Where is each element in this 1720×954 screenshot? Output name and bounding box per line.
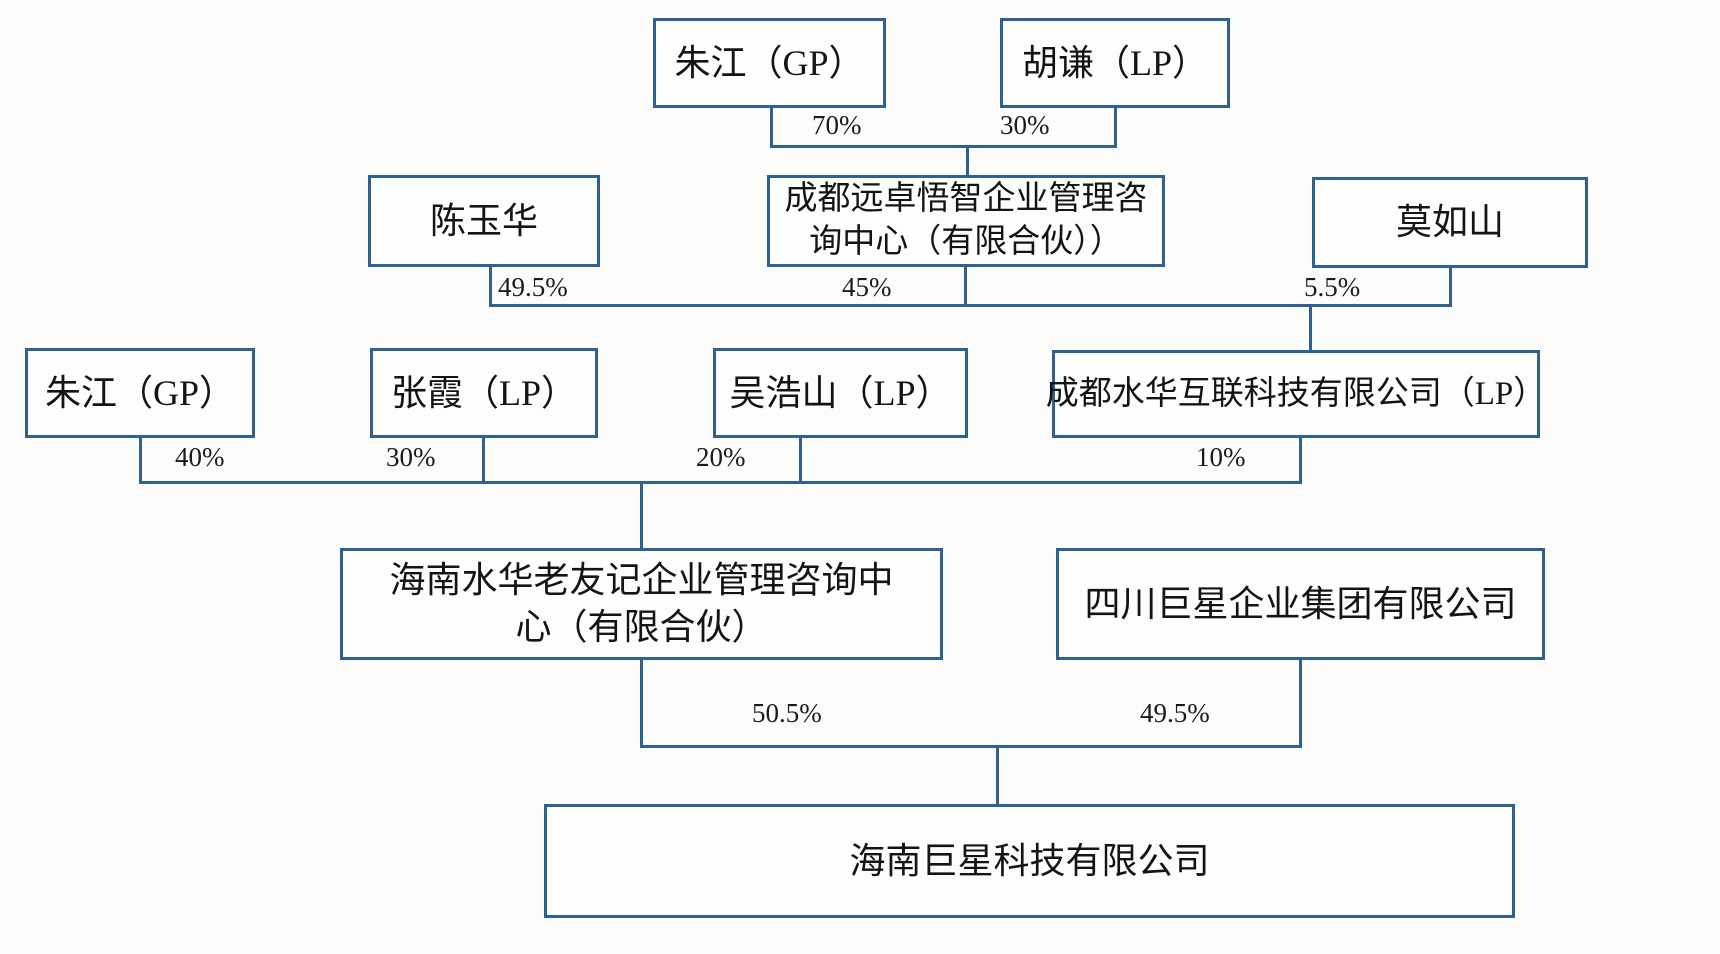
node-chen-yu-hua-label: 陈玉华 bbox=[429, 200, 538, 241]
node-chengdu-yuanzhuo: 成都远卓悟智企业管理咨 询中心（有限合伙）） bbox=[767, 175, 1165, 267]
node-zhu-jiang-gp-top: 朱江（GP） bbox=[653, 18, 886, 108]
pct-zhang-to-hainanshuihua: 30% bbox=[386, 442, 436, 472]
connector-zhu-top-stub bbox=[770, 106, 773, 148]
node-hainan-shuihua: 海南水华老友记企业管理咨询中 心（有限合伙） bbox=[340, 548, 943, 660]
connector-shuihua-stub bbox=[1299, 435, 1302, 484]
node-sichuan-juxing: 四川巨星企业集团有限公司 bbox=[1056, 548, 1545, 660]
connector-hainan-shuihua-stub bbox=[640, 658, 643, 748]
connector-hu-qian-stub bbox=[1114, 106, 1117, 148]
connector-row3-bus bbox=[139, 481, 1302, 484]
node-hu-qian-lp: 胡谦（LP） bbox=[1000, 18, 1230, 108]
node-hainan-shuihua-line1: 海南水华老友记企业管理咨询中 bbox=[389, 560, 894, 601]
pct-mo-to-shuihua: 5.5% bbox=[1304, 272, 1361, 302]
node-chen-yu-hua: 陈玉华 bbox=[368, 175, 600, 267]
pct-chen-to-shuihua: 49.5% bbox=[498, 272, 568, 302]
connector-zhu-mid-stub bbox=[139, 436, 142, 484]
pct-wu-to-hainanshuihua: 20% bbox=[696, 442, 746, 472]
node-chengdu-shuihua: 成都水华互联科技有限公司（LP） bbox=[1046, 350, 1546, 438]
node-wu-hao-shan-lp-label: 吴浩山（LP） bbox=[729, 372, 952, 413]
connector-drop-to-hainan-juxing bbox=[996, 748, 999, 806]
node-chengdu-shuihua-label: 成都水华互联科技有限公司（LP） bbox=[1045, 375, 1547, 412]
connector-chen-stub bbox=[489, 265, 492, 307]
pct-zhu-top-to-yuanzhuo: 70% bbox=[812, 110, 862, 140]
node-zhu-jiang-gp-top-label: 朱江（GP） bbox=[674, 42, 865, 83]
connector-mo-stub bbox=[1449, 266, 1452, 307]
node-mo-ru-shan: 莫如山 bbox=[1312, 177, 1588, 268]
node-mo-ru-shan-label: 莫如山 bbox=[1395, 202, 1504, 243]
node-hu-qian-lp-label: 胡谦（LP） bbox=[1021, 42, 1208, 83]
node-wu-hao-shan-lp: 吴浩山（LP） bbox=[713, 348, 968, 438]
node-chengdu-yuanzhuo-line1: 成都远卓悟智企业管理咨 bbox=[784, 181, 1148, 218]
connector-sichuan-stub bbox=[1299, 658, 1302, 748]
pct-sichuan-to-juxing: 49.5% bbox=[1140, 698, 1210, 728]
connector-drop-to-hainan-shuihua bbox=[640, 484, 643, 550]
pct-hainanshuihua-to-juxing: 50.5% bbox=[752, 698, 822, 728]
connector-row1-bus bbox=[770, 145, 1117, 148]
connector-drop-to-yuanzhuo bbox=[966, 148, 969, 177]
node-zhu-jiang-gp-mid: 朱江（GP） bbox=[25, 348, 255, 438]
node-zhang-xia-lp-label: 张霞（LP） bbox=[390, 372, 577, 413]
pct-hu-qian-to-yuanzhuo: 30% bbox=[1000, 110, 1050, 140]
connector-row2-bus bbox=[489, 304, 1452, 307]
pct-yuanzhuo-to-shuihua: 45% bbox=[842, 272, 892, 302]
node-hainan-shuihua-line2: 心（有限合伙） bbox=[515, 607, 768, 647]
pct-shuihua-to-hainanshuihua: 10% bbox=[1196, 442, 1246, 472]
connector-drop-to-shuihua bbox=[1309, 307, 1312, 352]
connector-zhang-stub bbox=[482, 436, 485, 484]
connector-wu-stub bbox=[799, 436, 802, 484]
node-chengdu-yuanzhuo-line2: 询中心（有限合伙）） bbox=[809, 224, 1123, 260]
node-hainan-juxing: 海南巨星科技有限公司 bbox=[544, 804, 1515, 918]
connector-yuanzhuo-stub bbox=[964, 265, 967, 307]
node-hainan-juxing-label: 海南巨星科技有限公司 bbox=[849, 840, 1210, 881]
node-zhang-xia-lp: 张霞（LP） bbox=[370, 348, 598, 438]
node-sichuan-juxing-label: 四川巨星企业集团有限公司 bbox=[1084, 583, 1517, 624]
connector-row4-bus bbox=[640, 745, 1302, 748]
pct-zhu-mid-to-hainanshuihua: 40% bbox=[175, 442, 225, 472]
node-zhu-jiang-gp-mid-label: 朱江（GP） bbox=[44, 372, 236, 413]
